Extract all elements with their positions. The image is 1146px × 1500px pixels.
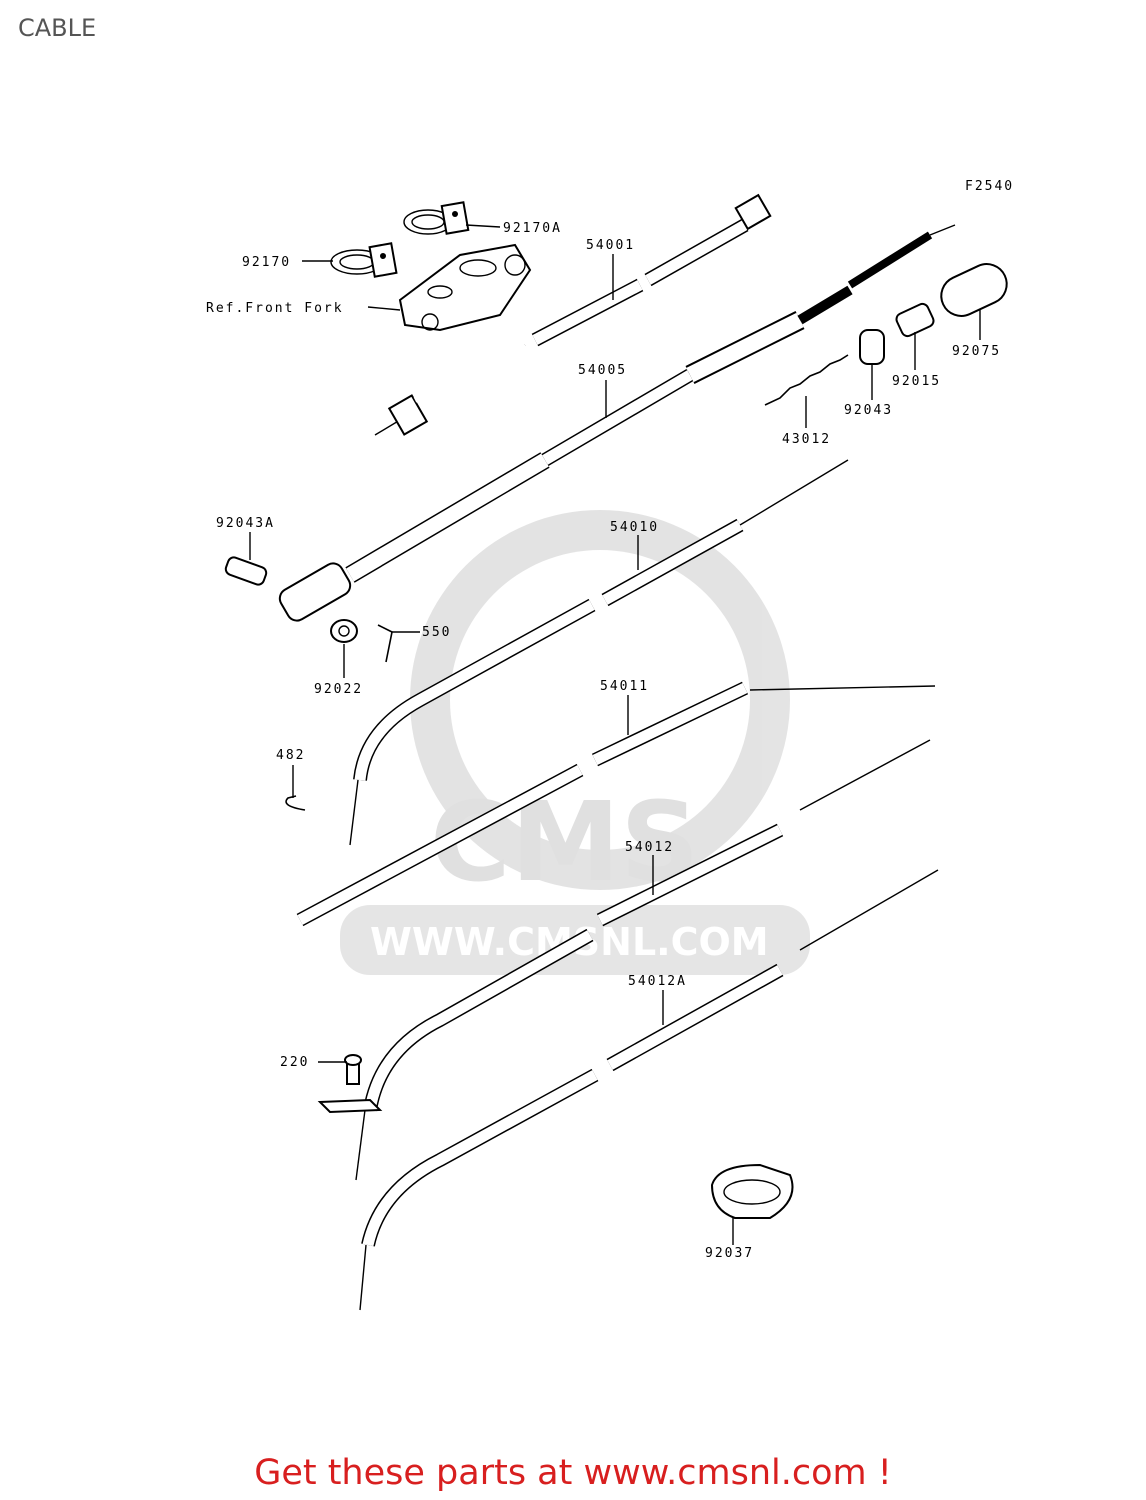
leader-lines bbox=[249, 224, 981, 1245]
label-482: 482 bbox=[276, 748, 305, 763]
label-54011: 54011 bbox=[600, 679, 649, 694]
label-54012A: 54012A bbox=[628, 974, 687, 989]
cable-54011 bbox=[296, 681, 936, 927]
cable-bracket bbox=[317, 1098, 383, 1114]
watermark-logo: CMS WWW.CMSNL.COM bbox=[340, 510, 810, 975]
label-43012: 43012 bbox=[782, 432, 831, 447]
label-92043A: 92043A bbox=[216, 516, 275, 531]
cable-54012A bbox=[359, 869, 939, 1311]
guide-92037 bbox=[710, 1163, 794, 1219]
speedometer-cable-54001 bbox=[374, 193, 772, 436]
label-92015: 92015 bbox=[892, 374, 941, 389]
adjuster-92015 bbox=[895, 302, 935, 338]
bracket-92170A bbox=[403, 201, 470, 235]
label-54012: 54012 bbox=[625, 840, 674, 855]
cap-92075 bbox=[940, 263, 1008, 317]
clutch-cable-54005 bbox=[278, 224, 956, 622]
label-ref-front-fork: Ref.Front Fork bbox=[206, 301, 344, 316]
cable-54012 bbox=[355, 739, 931, 1181]
label-92170A: 92170A bbox=[503, 221, 562, 236]
label-92075: 92075 bbox=[952, 344, 1001, 359]
screw-220 bbox=[344, 1054, 362, 1085]
washer-92022 bbox=[330, 619, 358, 643]
label-550: 550 bbox=[422, 625, 451, 640]
front-fork-bracket bbox=[398, 243, 532, 332]
spring-43012 bbox=[764, 354, 849, 406]
watermark-logo-text: CMS bbox=[430, 778, 699, 906]
bracket-92170 bbox=[330, 242, 398, 278]
throttle-cable-54010 bbox=[349, 459, 849, 846]
footer-promo[interactable]: Get these parts at www.cmsnl.com ! bbox=[254, 1453, 892, 1493]
label-92022: 92022 bbox=[314, 682, 363, 697]
figure-code: F2540 bbox=[965, 179, 1014, 194]
label-92170: 92170 bbox=[242, 255, 291, 270]
label-92037: 92037 bbox=[705, 1246, 754, 1261]
pin-92043A bbox=[224, 556, 268, 586]
cotter-pin-550 bbox=[377, 624, 393, 663]
label-54010: 54010 bbox=[610, 520, 659, 535]
label-92043: 92043 bbox=[844, 403, 893, 418]
label-220: 220 bbox=[280, 1055, 309, 1070]
label-54005: 54005 bbox=[578, 363, 627, 378]
page-title: CABLE bbox=[18, 14, 97, 42]
label-54001: 54001 bbox=[586, 238, 635, 253]
circlip-482 bbox=[285, 795, 306, 811]
collar-92043 bbox=[859, 329, 885, 365]
